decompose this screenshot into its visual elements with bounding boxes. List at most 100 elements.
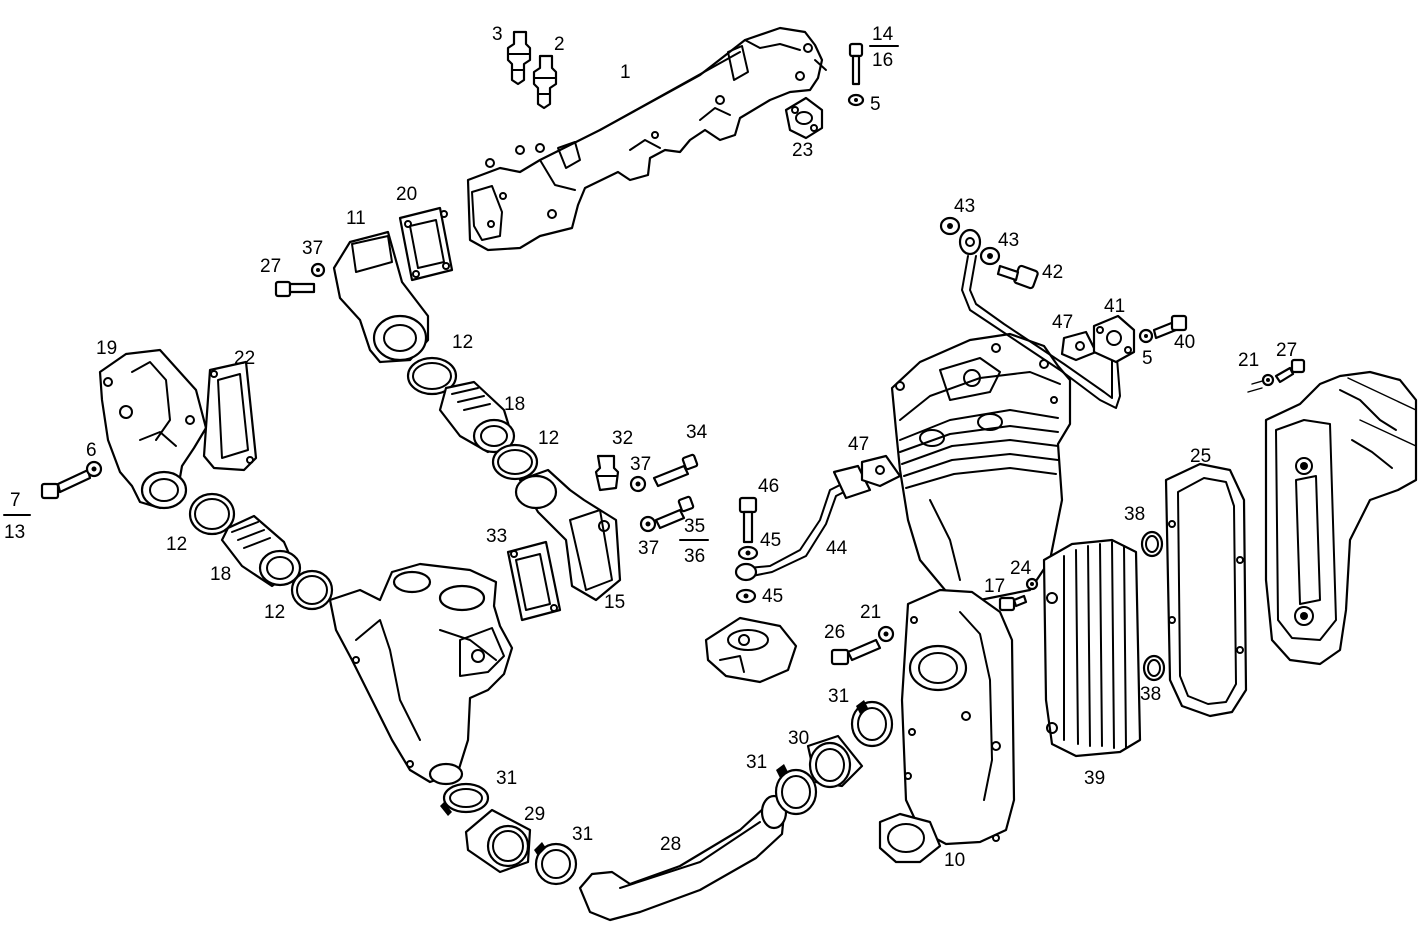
label-36: 36: [684, 546, 705, 567]
part-30-sleeve: [806, 734, 864, 789]
part-3-sensor: [506, 30, 532, 86]
label-18: 18: [210, 564, 231, 585]
label-23: 23: [792, 140, 813, 161]
label-12: 12: [166, 534, 187, 555]
label-41: 41: [1104, 296, 1125, 317]
engine-block-section: [1247, 370, 1418, 666]
part-labels: 1 2 3 14 16 5 23 20 11 27 37 12 18 12 19…: [4, 24, 1297, 871]
label-35: 35: [684, 516, 705, 537]
part-14-16-bolt: [848, 42, 864, 86]
label-20: 20: [396, 184, 417, 205]
part-27-bolt: [1274, 358, 1306, 384]
part-12-ring: [188, 492, 236, 536]
part-29-sleeve: [464, 808, 532, 874]
part-21-washer: [877, 625, 895, 643]
pump-housing: [328, 562, 514, 786]
part-40-bolt: [1152, 314, 1188, 340]
part-47-gasket: [860, 454, 902, 488]
part-35-36-bolt: [654, 495, 695, 530]
label-38: 38: [1124, 504, 1145, 525]
label-21: 21: [1238, 350, 1259, 371]
label-2: 2: [554, 34, 565, 55]
label-28: 28: [660, 834, 681, 855]
part-39-oil-cooler: [1042, 538, 1142, 758]
part-15-elbow: [514, 468, 622, 602]
part-12-ring: [406, 356, 458, 396]
part-10-heat-exchanger-cover: [878, 588, 1016, 864]
label-12: 12: [452, 332, 473, 353]
part-2-sensor: [532, 54, 558, 110]
part-18-sleeve: [438, 380, 516, 454]
oil-flange-cover: [704, 616, 798, 684]
part-24-washer: [1025, 577, 1039, 591]
label-34: 34: [686, 422, 708, 443]
part-37-washer: [310, 262, 326, 278]
label-1: 1: [620, 62, 631, 83]
part-26-bolt: [830, 638, 882, 666]
label-37: 37: [638, 538, 659, 559]
part-7-13-bolt: [40, 468, 92, 500]
label-31: 31: [828, 686, 849, 707]
part-31-clamp: [774, 764, 818, 816]
part-11-elbow: [332, 230, 430, 364]
label-43: 43: [954, 196, 975, 217]
label-45: 45: [762, 586, 783, 607]
label-47: 47: [1052, 312, 1073, 333]
part-28-pipe: [578, 794, 788, 922]
part-25-gasket: [1164, 462, 1248, 718]
label-30: 30: [788, 728, 809, 749]
label-16: 16: [872, 50, 893, 71]
label-38: 38: [1140, 684, 1161, 705]
label-37: 37: [302, 238, 323, 259]
label-22: 22: [234, 348, 255, 369]
label-40: 40: [1174, 332, 1195, 353]
label-5: 5: [870, 94, 881, 115]
part-22-gasket: [202, 360, 258, 472]
part-17-bolt: [998, 594, 1028, 612]
label-5: 5: [1142, 348, 1153, 369]
part-46-bolt: [738, 496, 758, 544]
label-29: 29: [524, 804, 545, 825]
label-26: 26: [824, 622, 845, 643]
part-31-clamp: [850, 700, 894, 748]
part-20-gasket: [398, 206, 454, 282]
part-31-clamp: [534, 842, 578, 886]
part-12-ring: [290, 569, 334, 611]
label-12: 12: [538, 428, 559, 449]
part-34-bolt: [652, 453, 699, 488]
label-31: 31: [746, 752, 767, 773]
label-24: 24: [1010, 558, 1032, 579]
part-33-gasket: [506, 540, 562, 622]
part-42-bolt: [996, 264, 1039, 290]
part-32-fitting: [594, 454, 620, 492]
label-33: 33: [486, 526, 507, 547]
part-27-bolt: [274, 280, 316, 298]
label-45: 45: [760, 530, 781, 551]
label-12: 12: [264, 602, 285, 623]
part-44-oil-pipe: [734, 464, 872, 582]
part-47-gasket: [1060, 330, 1098, 362]
label-44: 44: [826, 538, 848, 559]
label-17: 17: [984, 576, 1005, 597]
part-37-washer: [629, 475, 647, 493]
part-43-washer: [939, 216, 961, 236]
part-41-flange: [1092, 314, 1136, 364]
label-46: 46: [758, 476, 779, 497]
label-10: 10: [944, 850, 965, 871]
part-23-gasket: [784, 96, 824, 140]
part-43-washer: [979, 246, 1001, 266]
label-6: 6: [86, 440, 97, 461]
label-37: 37: [630, 454, 651, 475]
part-45-washer: [737, 545, 759, 561]
label-47: 47: [848, 434, 869, 455]
air-compressor: [890, 332, 1072, 602]
label-21: 21: [860, 602, 881, 623]
label-19: 19: [96, 338, 117, 359]
label-27: 27: [1276, 340, 1297, 361]
label-27: 27: [260, 256, 281, 277]
label-42: 42: [1042, 262, 1063, 283]
part-6-washer: [85, 460, 103, 478]
part-5-washer: [847, 93, 865, 107]
part-38-o-ring: [1142, 654, 1166, 682]
